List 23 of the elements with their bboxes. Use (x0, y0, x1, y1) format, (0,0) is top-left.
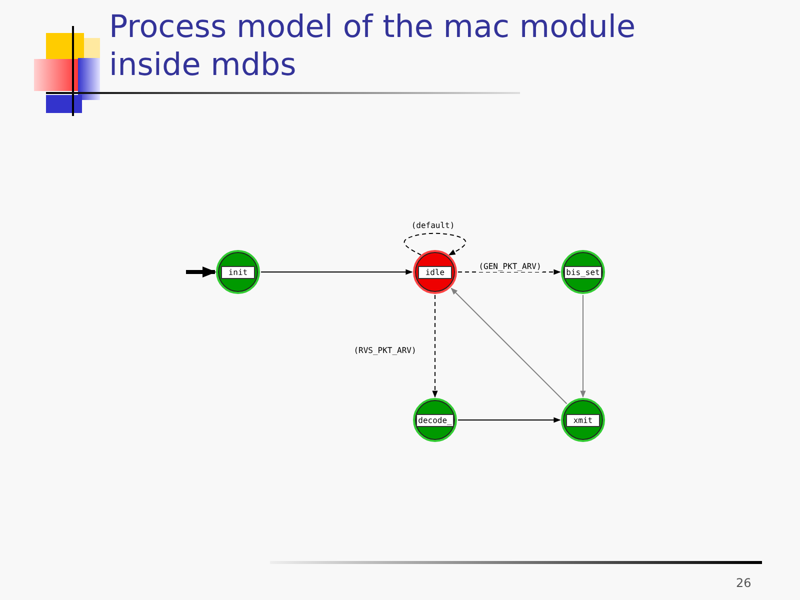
state-label: bis_set (564, 266, 602, 278)
state-label: idle (418, 266, 452, 278)
state-circle (561, 398, 605, 442)
transition-arrow (580, 294, 586, 398)
transition-arrow (458, 269, 561, 275)
state-circle (413, 250, 457, 294)
edge-label: (default) (410, 221, 456, 231)
state-circle (216, 250, 260, 294)
initial-state-arrow (186, 266, 216, 278)
edge-label: (RVS_PKT_ARV) (352, 346, 418, 356)
transition-arrow (404, 232, 466, 256)
page-number: 26 (736, 576, 752, 590)
state-circle (413, 398, 457, 442)
edge-label: (GEN_PKT_ARV) (478, 262, 542, 272)
state-circle (561, 250, 605, 294)
state-label: decode_ (416, 414, 454, 426)
transition-arrow (260, 269, 413, 275)
transition-arrow (458, 417, 561, 423)
transition-arrow (450, 288, 568, 404)
slide-title: Process model of the mac module inside mdbs (109, 8, 637, 84)
transition-arrow (432, 294, 438, 398)
state-label: init (221, 266, 255, 278)
state-label: xmit (566, 414, 600, 426)
